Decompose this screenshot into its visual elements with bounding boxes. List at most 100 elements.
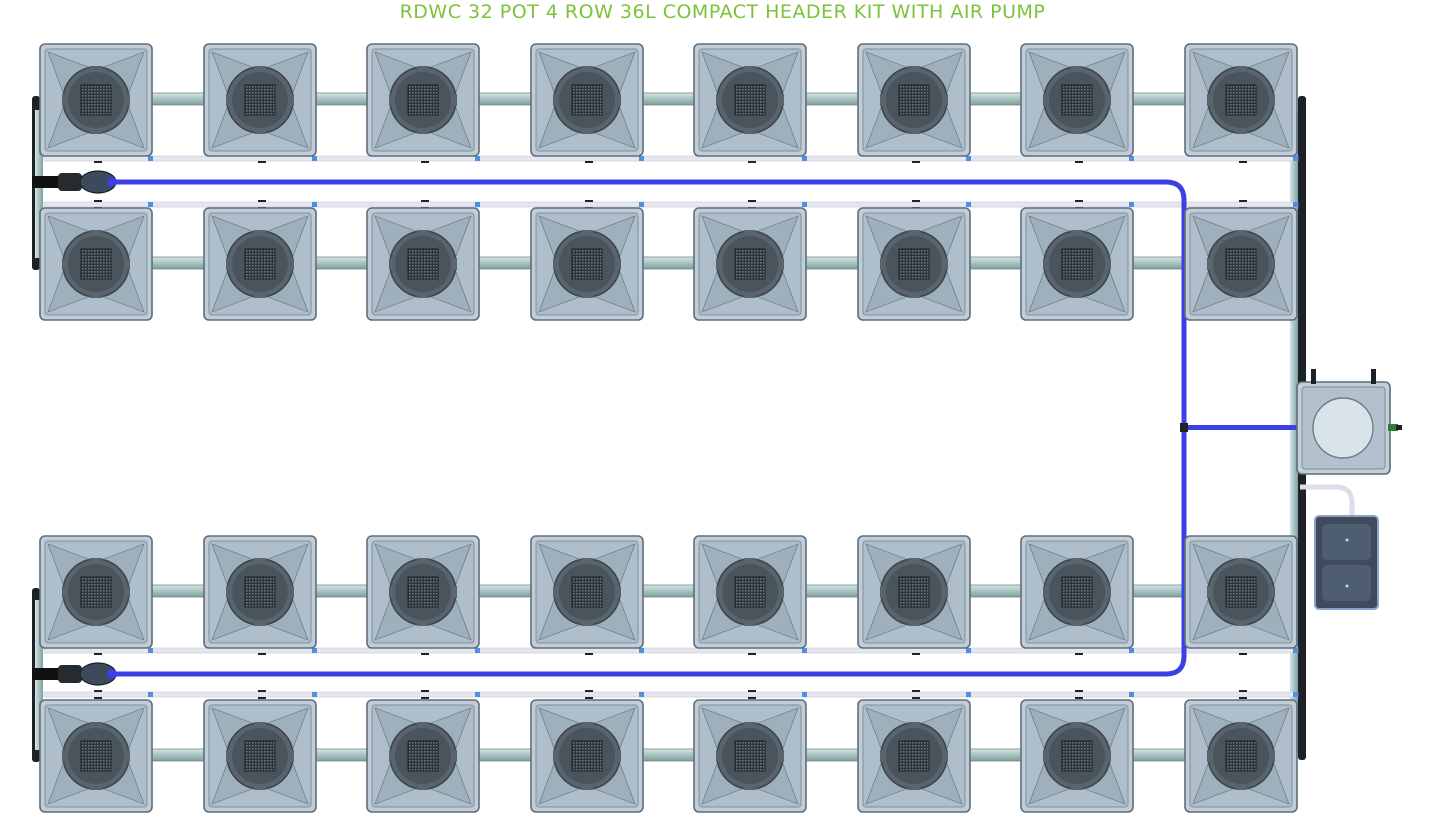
line-connector — [966, 156, 971, 161]
fitting-mark — [1075, 697, 1083, 699]
line-connector — [802, 156, 807, 161]
air-lines — [43, 154, 1355, 699]
fitting-mark — [421, 697, 429, 699]
pot-icon — [1020, 207, 1134, 321]
fitting-mark — [1239, 653, 1247, 655]
fitting-mark — [258, 697, 266, 699]
pot-icon — [693, 535, 807, 649]
valve-body — [58, 173, 82, 191]
pot-icon — [203, 699, 317, 813]
header-drain-cap — [1396, 425, 1402, 430]
pot-icon — [39, 535, 153, 649]
fitting-mark — [1239, 690, 1247, 692]
header-drain-valve — [1388, 424, 1398, 431]
pot-icon — [857, 699, 971, 813]
line-connector — [966, 692, 971, 697]
line-connector — [148, 156, 153, 161]
line-connector — [148, 202, 153, 207]
fitting-mark — [1239, 697, 1247, 699]
pump-air-tube — [1300, 484, 1355, 520]
pot-icon — [693, 43, 807, 157]
line-connector — [312, 648, 317, 653]
air-pump-panel-bottom — [1322, 565, 1371, 601]
line-connector — [1129, 156, 1134, 161]
pot-icon — [39, 207, 153, 321]
valve-outlet — [107, 669, 117, 679]
pot-icon — [1184, 207, 1298, 321]
fitting-mark — [94, 161, 102, 163]
pot-icon — [366, 207, 480, 321]
fitting-mark — [94, 697, 102, 699]
fitting-mark — [748, 161, 756, 163]
fitting-mark — [748, 200, 756, 202]
line-connector — [1293, 692, 1298, 697]
pot-icon — [857, 43, 971, 157]
line-connector — [475, 156, 480, 161]
pot-icon — [857, 207, 971, 321]
line-connector — [639, 692, 644, 697]
line-connector — [966, 202, 971, 207]
air-valve-icon — [32, 668, 60, 680]
fitting-mark — [748, 697, 756, 699]
right-manifold — [1290, 112, 1298, 752]
fitting-mark — [585, 161, 593, 163]
air-valve-icon — [32, 176, 60, 188]
fitting-mark — [1239, 200, 1247, 202]
fitting-mark — [1075, 200, 1083, 202]
line-connector — [802, 202, 807, 207]
pot-icon — [530, 207, 644, 321]
fitting-mark — [258, 653, 266, 655]
air-tee-fitting — [1180, 423, 1188, 432]
line-connector — [475, 692, 480, 697]
pot-icon — [1184, 699, 1298, 813]
white-line-2 — [43, 201, 1299, 208]
pot-icon — [693, 207, 807, 321]
line-connector — [1129, 202, 1134, 207]
air-pump-port — [1345, 584, 1349, 588]
line-connector — [802, 692, 807, 697]
fitting-mark — [94, 653, 102, 655]
pot-icon — [1184, 43, 1298, 157]
diagram-title: RDWC 32 POT 4 ROW 36L COMPACT HEADER KIT… — [399, 1, 1046, 23]
pot-icon — [203, 535, 317, 649]
line-connector — [639, 156, 644, 161]
pipework — [32, 92, 1306, 762]
header-tank-lid — [1312, 397, 1374, 459]
fitting-mark — [1075, 653, 1083, 655]
line-connector — [312, 692, 317, 697]
fitting-mark — [912, 200, 920, 202]
pot-icon — [366, 43, 480, 157]
pot-icon — [1020, 535, 1134, 649]
fitting-mark — [912, 690, 920, 692]
fitting-mark — [94, 200, 102, 202]
pot-icon — [530, 43, 644, 157]
equipment — [32, 170, 1402, 686]
pot-icon — [366, 699, 480, 813]
line-connector — [1293, 202, 1298, 207]
line-connector — [639, 202, 644, 207]
fitting-mark — [94, 690, 102, 692]
line-connector — [639, 648, 644, 653]
line-connector — [802, 648, 807, 653]
blue-air-line-to-header — [1184, 425, 1300, 430]
line-connector — [1293, 156, 1298, 161]
line-connector — [475, 202, 480, 207]
valve-body — [58, 665, 82, 683]
fitting-mark — [421, 653, 429, 655]
pot-icon — [366, 535, 480, 649]
fitting-mark — [258, 161, 266, 163]
valve-outlet — [107, 177, 117, 187]
line-connector — [312, 156, 317, 161]
air-pump-panel-top — [1322, 524, 1371, 560]
fitting-mark — [258, 690, 266, 692]
fitting-mark — [585, 697, 593, 699]
fitting-mark — [912, 161, 920, 163]
line-connector — [1129, 648, 1134, 653]
line-connector — [475, 648, 480, 653]
pot-icon — [203, 43, 317, 157]
fitting-mark — [421, 161, 429, 163]
air-pump-port — [1345, 538, 1349, 542]
fitting-mark — [1075, 161, 1083, 163]
line-connector — [148, 692, 153, 697]
